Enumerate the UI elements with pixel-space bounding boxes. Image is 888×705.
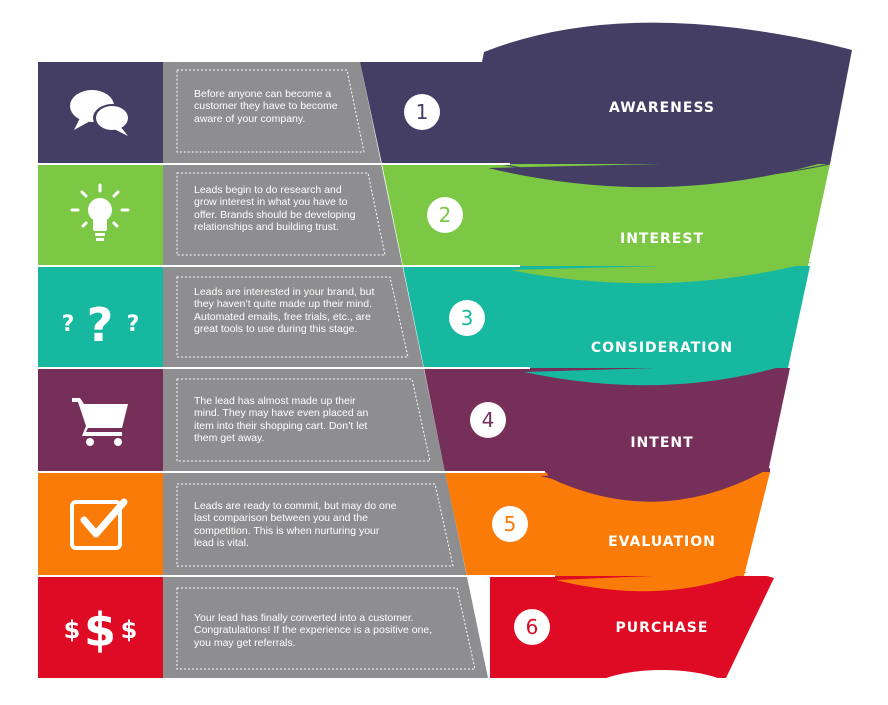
stage-number-4: 4 xyxy=(470,402,506,438)
stage-name-awareness: AWARENESS xyxy=(608,100,715,116)
description-panel xyxy=(163,62,488,678)
consideration-description: Leads are interested in your brand, but … xyxy=(194,286,375,335)
stage-number-5: 5 xyxy=(492,506,528,542)
svg-text:?: ? xyxy=(87,298,114,352)
svg-text:$: $ xyxy=(84,603,116,657)
band-interest xyxy=(382,164,830,266)
purchase-description: Your lead has finally converted into a c… xyxy=(194,612,433,649)
stage-number-3: 3 xyxy=(449,300,485,336)
question-marks-icon: ? ? ? xyxy=(62,298,140,352)
stage-name-consideration: CONSIDERATION xyxy=(590,340,734,356)
lightbulb-icon xyxy=(70,183,130,241)
icon-column-purchase xyxy=(38,576,163,678)
rim-purchase xyxy=(582,670,742,705)
text-frames xyxy=(176,69,476,670)
svg-text:?: ? xyxy=(127,312,140,337)
svg-text:$: $ xyxy=(121,616,138,644)
dollar-signs-icon: $ $ $ xyxy=(64,603,138,657)
checkbox-icon xyxy=(70,498,128,550)
band-intent xyxy=(424,368,790,472)
stage-name-interest: INTEREST xyxy=(619,231,704,247)
stage-number-2: 2 xyxy=(427,197,463,233)
evaluation-description: Leads are ready to commit, but may do on… xyxy=(194,500,397,549)
band-awareness xyxy=(360,22,852,164)
band-purchase xyxy=(490,576,774,678)
svg-text:?: ? xyxy=(62,312,75,337)
svg-text:$: $ xyxy=(64,616,81,644)
row-dividers xyxy=(38,163,555,577)
intent-description: The lead has almost made up their mind. … xyxy=(194,395,369,444)
awareness-description: Before anyone can become a customer they… xyxy=(194,88,338,125)
speech-bubbles-icon xyxy=(70,90,131,136)
interest-description: Leads begin to do research and grow inte… xyxy=(194,184,356,233)
stage-name-purchase: PURCHASE xyxy=(615,620,709,636)
stage-name-intent: INTENT xyxy=(630,435,694,451)
icon-column-consideration xyxy=(38,266,163,368)
band-consideration xyxy=(403,266,810,368)
stage-name-evaluation: EVALUATION xyxy=(608,534,716,550)
stage-number-1: 1 xyxy=(404,94,440,130)
shopping-cart-icon xyxy=(72,398,128,446)
stage-number-6: 6 xyxy=(514,609,550,645)
